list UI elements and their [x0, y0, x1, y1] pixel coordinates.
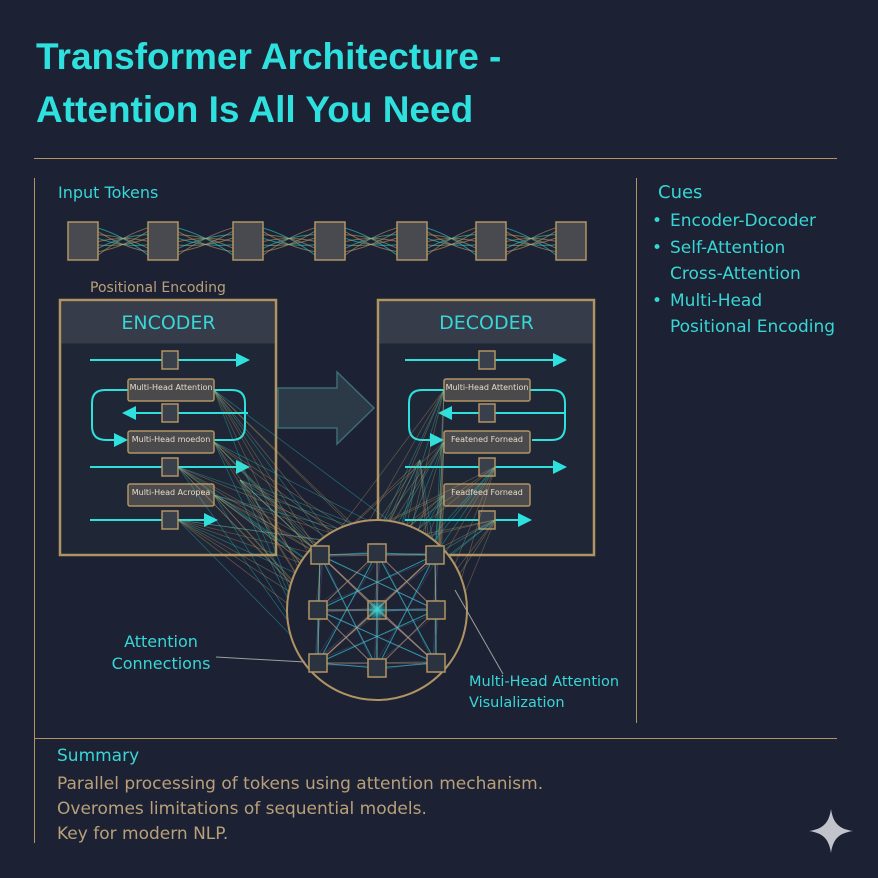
- left-frame-line: [34, 178, 35, 843]
- attention-node: [426, 653, 446, 673]
- input-tokens-label: Input Tokens: [58, 183, 159, 202]
- cue-text: Multi-Head: [670, 290, 763, 311]
- cue-text: Positional Encoding: [670, 317, 836, 337]
- bullet-icon: •: [652, 211, 663, 231]
- decoder-layer-2-label: Featened Fornead: [451, 435, 523, 444]
- cues-title: Cues: [658, 182, 703, 203]
- bullet-icon: •: [652, 290, 663, 311]
- decoder-block: [376, 298, 596, 557]
- positional-encoding-label: Positional Encoding: [90, 280, 226, 296]
- cue-item: Cross-Attention: [652, 261, 835, 288]
- multi-head-attention-visualization: [286, 519, 468, 701]
- attention-node: [425, 545, 445, 565]
- cue-item: Positional Encoding: [652, 314, 835, 341]
- encoder-layer-2: [127, 430, 215, 454]
- summary-title: Summary: [57, 746, 140, 766]
- summary-line: Key for modern NLP.: [57, 824, 229, 844]
- summary-text: Parallel processing of tokens using atte…: [57, 772, 543, 847]
- summary-line: Parallel processing of tokens using atte…: [57, 774, 544, 794]
- attention-nodes: [307, 542, 447, 679]
- cue-item: • Multi-Head: [652, 288, 835, 315]
- input-token: [232, 221, 264, 261]
- page-title: Transformer Architecture - Attention Is …: [36, 30, 796, 136]
- attention-node: [310, 545, 330, 565]
- input-token: [555, 221, 587, 261]
- attention-connections-pointer: [215, 656, 306, 663]
- input-tokens: [67, 221, 587, 261]
- decoder-layer-3: [443, 483, 531, 507]
- encoder-layer-1-label: Multi-Head Attention: [129, 383, 213, 392]
- encoder-layer-3: [127, 483, 215, 507]
- attention-node: [308, 600, 328, 620]
- input-token: [147, 221, 179, 261]
- attention-node: [367, 600, 387, 620]
- cue-text: Cross-Attention: [670, 264, 801, 284]
- input-token: [67, 221, 99, 261]
- decoder-layer-1: [443, 378, 531, 402]
- encoder-layer-2-label: Multi-Head moedon: [131, 435, 211, 444]
- decoder-layer-3-label: Feadfeed Fornead: [451, 488, 523, 497]
- attention-connections-label-line-2: Connections: [111, 654, 211, 673]
- encoder-layer-3-label: Multi-Head Acropea: [131, 488, 211, 497]
- mha-visualization-label-line-2: Visulalization: [469, 695, 565, 711]
- decoder-title: DECODER: [439, 312, 534, 334]
- attention-connections-label-line-1: Attention: [124, 632, 198, 651]
- encoder-block: [58, 298, 278, 557]
- encoder-title: ENCODER: [121, 312, 216, 334]
- sparkle-icon: [809, 809, 853, 853]
- input-token: [396, 221, 428, 261]
- encoder-to-decoder-arrow: [277, 370, 376, 446]
- title-divider: [34, 158, 837, 159]
- mha-visualization-pointer: [454, 589, 504, 675]
- decoder-header: [379, 301, 593, 344]
- cue-text: Encoder-Docoder: [670, 211, 817, 231]
- decoder-layer-2: [443, 430, 531, 454]
- cue-item: • Self-Attention: [652, 235, 835, 262]
- attention-node: [367, 658, 387, 678]
- mha-visualization-label: Multi-Head Attention Visulalization: [469, 672, 619, 714]
- cues-divider: [636, 178, 637, 723]
- cues-list: • Encoder-Docoder • Self-Attention Cross-A…: [652, 208, 835, 341]
- cue-text: Self-Attention: [670, 237, 786, 258]
- attention-node: [308, 653, 328, 673]
- cue-item: • Encoder-Docoder: [652, 208, 835, 235]
- token-connection-lines: [97, 227, 557, 256]
- decoder-layer-1-label: Multi-Head Attention: [445, 383, 529, 392]
- page-title-line-1: Transformer Architecture -: [36, 36, 502, 77]
- encoder-header: [61, 301, 275, 344]
- encoder-layer-1: [127, 378, 215, 402]
- attention-node: [426, 600, 446, 620]
- input-token: [475, 221, 507, 261]
- summary-line: Overomes limitations of sequential model…: [57, 799, 427, 819]
- bullet-icon: •: [652, 237, 663, 258]
- attention-node: [367, 543, 387, 563]
- summary-divider: [34, 738, 837, 739]
- input-token: [314, 221, 346, 261]
- page-title-line-2: Attention Is All You Need: [36, 89, 474, 130]
- mha-visualization-label-line-1: Multi-Head Attention: [469, 674, 620, 690]
- attention-connections-label: Attention Connections: [98, 631, 224, 675]
